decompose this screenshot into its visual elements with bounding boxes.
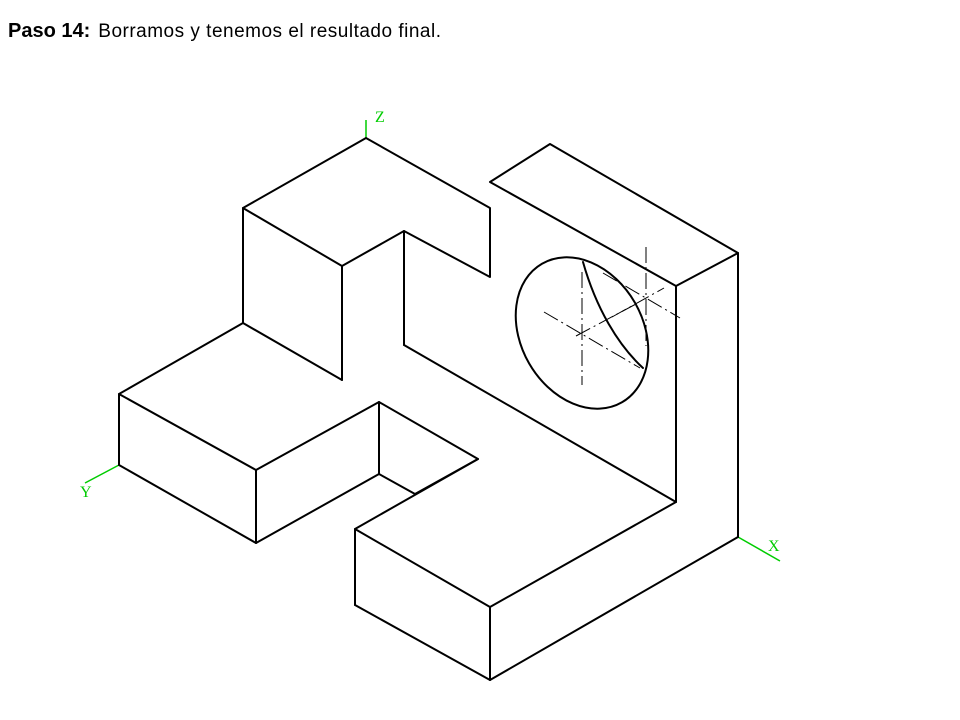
back-centerline-diagonal [611,287,665,318]
hole-front-ellipse [514,256,650,410]
front-centerline-diagonal [575,303,637,337]
x-axis-label: X [768,538,780,555]
base-left-bottom [118,464,257,544]
base-left-top [118,322,479,495]
back-centerline-horizontal [602,272,681,319]
base-notch-bottom [255,473,380,544]
page-title: Paso 14: Borramos y tenemos el resultado … [8,20,441,43]
upper-block-bottom-edge [242,322,343,381]
coordinate-axes: Z Y X [80,109,781,562]
y-axis-label: Y [80,484,92,501]
base-inner-diagonal [403,344,677,503]
base-front-bottom-right [489,536,739,681]
step-label: Paso 14: [8,20,91,42]
base-front-outline [354,458,677,608]
y-axis [84,464,120,484]
step-description: Borramos y tenemos el resultado final. [98,21,442,42]
solid-edges [118,137,739,681]
upper-block-top-outline [242,137,491,278]
base-notch-back [378,473,416,495]
front-centerline-horizontal [543,311,641,369]
vertical-plate-top [489,143,739,287]
z-axis-label: Z [375,109,385,126]
base-front-bottom-left [354,604,491,681]
hole-back-arc [582,261,644,369]
hole-centerlines [543,247,681,385]
x-axis [737,536,781,562]
